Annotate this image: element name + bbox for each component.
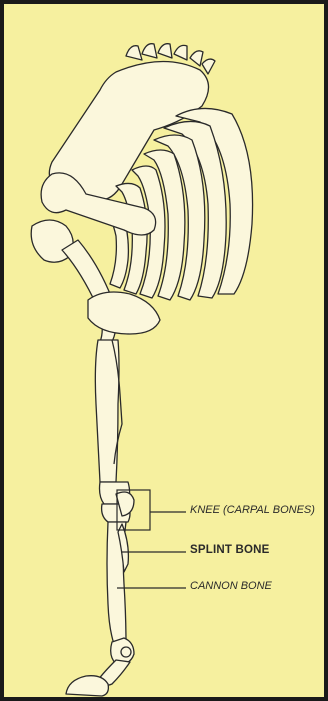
skeleton-illustration <box>4 4 328 701</box>
splint-bone-label: SPLINT BONE <box>190 544 270 556</box>
forearm <box>95 340 119 482</box>
sternum <box>88 292 160 334</box>
cannon-bone-label: CANNON BONE <box>190 580 272 592</box>
knee-label: KNEE (CARPAL BONES) <box>190 504 315 516</box>
hoof <box>66 676 108 696</box>
